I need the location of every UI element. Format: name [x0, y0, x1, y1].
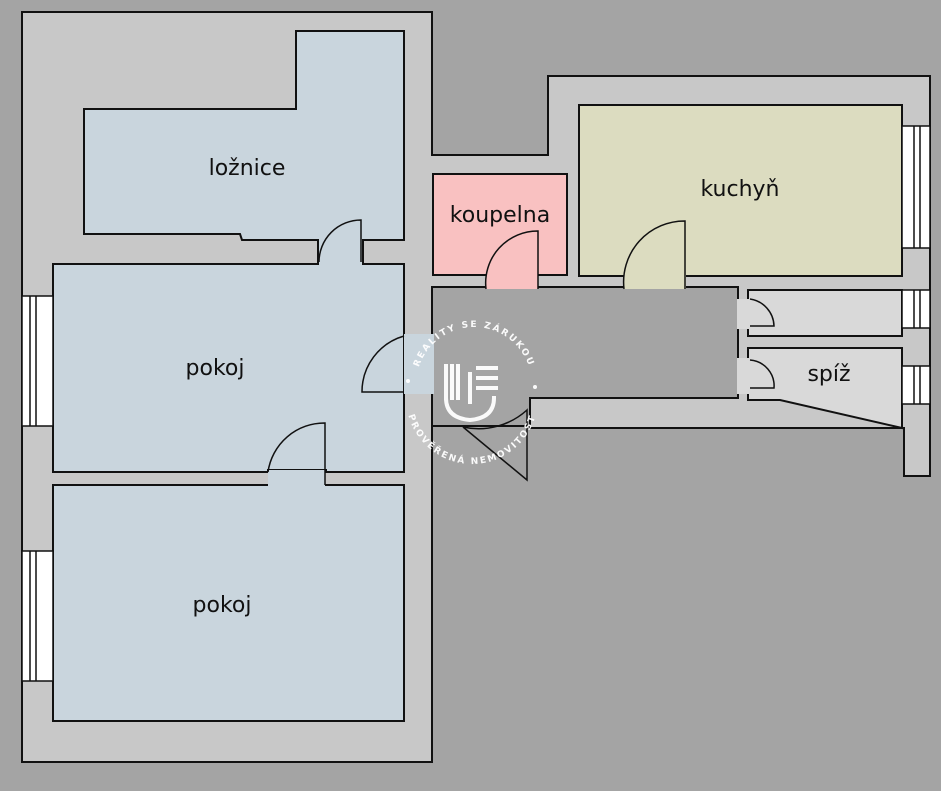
window-kuchyn [901, 125, 931, 249]
door-swings [267, 219, 775, 485]
hallway [431, 286, 739, 427]
door-kuchyn [622, 220, 686, 290]
door-koupelna [484, 230, 539, 290]
door-pokoj-between [267, 422, 326, 485]
window-pokoj-1 [21, 295, 54, 427]
window-pokoj-2 [21, 550, 54, 682]
label-loznice: ložnice [209, 156, 286, 181]
door-openings [268, 238, 750, 486]
door-entrance [462, 408, 528, 482]
label-spiz: spíž [807, 362, 850, 387]
door-storage [749, 298, 775, 327]
door-pokoj-hall [361, 335, 405, 393]
window-spiz [901, 365, 931, 405]
label-pokoj-1: pokoj [186, 356, 245, 381]
room-storage [747, 289, 903, 337]
watermark-logo-icon [443, 364, 498, 423]
label-koupelna: koupelna [450, 203, 550, 228]
door-spiz [749, 359, 775, 389]
label-pokoj-2: pokoj [193, 593, 252, 618]
windows [21, 125, 931, 682]
window-storage [901, 289, 931, 329]
room-pokoj-2 [52, 484, 405, 722]
door-loznice [318, 219, 362, 263]
label-kuchyn: kuchyň [700, 177, 779, 202]
room-kuchyn [578, 104, 903, 277]
